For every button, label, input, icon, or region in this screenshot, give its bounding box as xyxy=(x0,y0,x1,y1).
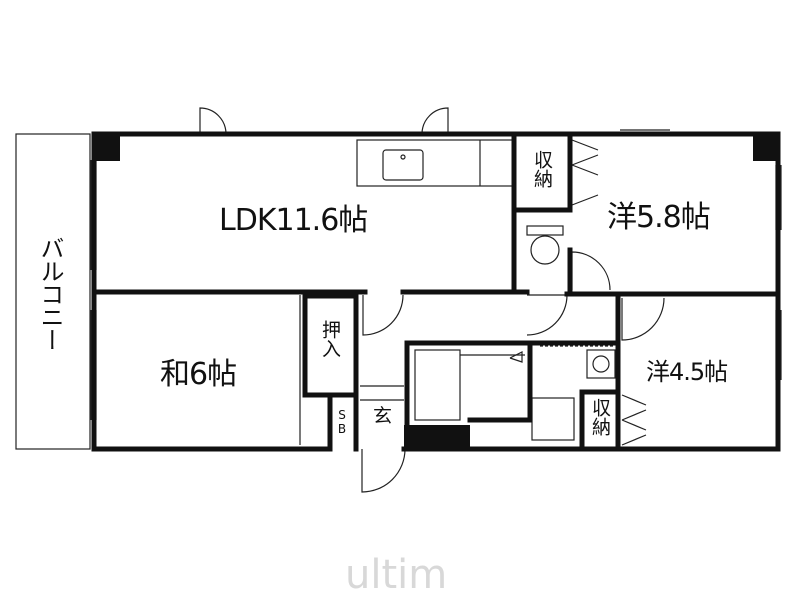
door-swing-ldk-1 xyxy=(199,107,227,135)
column-top-right xyxy=(753,133,780,161)
room-label-storage-lower: 収納 xyxy=(589,398,611,436)
room-label-japanese: 和6帖 xyxy=(160,357,237,392)
washer-space xyxy=(586,349,616,379)
room-label-western-large: 洋5.8帖 xyxy=(607,200,711,235)
room-label-ldk: LDK11.6帖 xyxy=(219,203,368,238)
toilet-bowl xyxy=(530,235,560,265)
washbasin xyxy=(531,397,575,441)
room-label-western-small: 洋4.5帖 xyxy=(646,358,728,386)
toilet-tank xyxy=(526,225,564,236)
kitchen-counter xyxy=(356,139,515,187)
door-swing-western-2 xyxy=(621,297,665,341)
room-label-storage-upper: 収納 xyxy=(531,150,553,188)
room-label-closet: 押入 xyxy=(319,320,341,358)
door-swing-ldk-2 xyxy=(421,107,449,135)
room-label-shoe-box: SB xyxy=(335,408,349,436)
room-label-entrance: 玄 xyxy=(373,405,393,427)
room-label-balcony: バルコニー xyxy=(36,236,64,351)
door-swing-storage-2 xyxy=(621,394,647,446)
door-swing-entrance xyxy=(361,448,406,493)
balcony-area xyxy=(15,133,91,450)
column-entrance xyxy=(404,425,470,451)
door-swing-storage-1 xyxy=(571,139,599,206)
column-top-left xyxy=(93,133,120,161)
kitchen-sink xyxy=(382,149,424,181)
door-swing-hall xyxy=(526,294,568,336)
door-swing-western-1 xyxy=(571,251,611,291)
door-swing-japanese xyxy=(362,294,404,336)
watermark: ultim xyxy=(345,552,448,598)
bathtub xyxy=(414,349,461,421)
